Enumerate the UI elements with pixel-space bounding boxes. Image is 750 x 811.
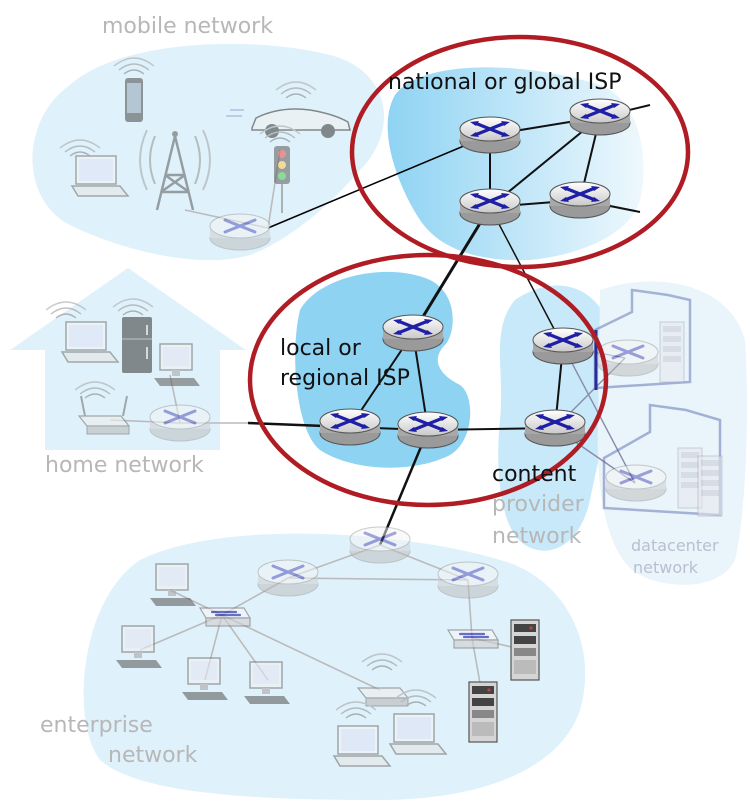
mobile-network-router-icon [208,212,272,252]
enterprise-router-3-icon [436,560,500,600]
traffic-light-icon [259,125,301,213]
content-provider-label-line1: content [492,462,577,487]
mobile-network-region [32,43,384,261]
server-icon [659,321,685,383]
datacenter-label-line2: network [633,558,698,577]
enterprise-router-1-icon [348,525,412,565]
server-icon [468,681,498,743]
enterprise-router-2-icon [256,558,320,598]
home-network-router-icon [148,403,212,443]
content-provider-router-1 [531,326,595,366]
national-isp-router-4 [548,180,612,220]
regional-isp-highlight-ellipse [247,252,609,508]
fridge-icon [112,298,154,373]
server-icon [697,455,723,517]
switch-icon [198,606,252,628]
datacenter-label-line1: datacenter [631,536,719,555]
wifi-router-icon [74,381,131,435]
national-isp-router-2 [568,97,632,137]
content-provider-label-line2: provider [492,492,584,517]
cell-tower-icon [139,129,211,211]
datacenter-router-2-icon [604,463,668,503]
regional-isp-router-1 [381,313,445,353]
enterprise-network-region [83,533,586,800]
phone-icon [113,57,155,122]
content-provider-router-2 [523,408,587,448]
regional-isp-router-3 [396,410,460,450]
switch-icon [446,628,500,650]
server-icon [510,619,540,681]
car-icon [226,81,351,138]
mobile-network-label: mobile network [102,14,273,39]
enterprise-label-line1: enterprise [40,713,153,738]
national-isp-router-3 [458,187,522,227]
national-isp-highlight-ellipse [349,34,691,270]
national-global-isp-label: national or global ISP [388,70,622,95]
regional-isp-router-2 [318,407,382,447]
local-isp-label-line1: local or [280,336,361,361]
national-isp-router-1 [458,115,522,155]
home-network-label: home network [45,453,204,478]
regional-isp-label-line2: regional ISP [280,366,410,391]
content-provider-label-line3: network [492,524,582,549]
enterprise-label-line2: network [108,743,198,768]
